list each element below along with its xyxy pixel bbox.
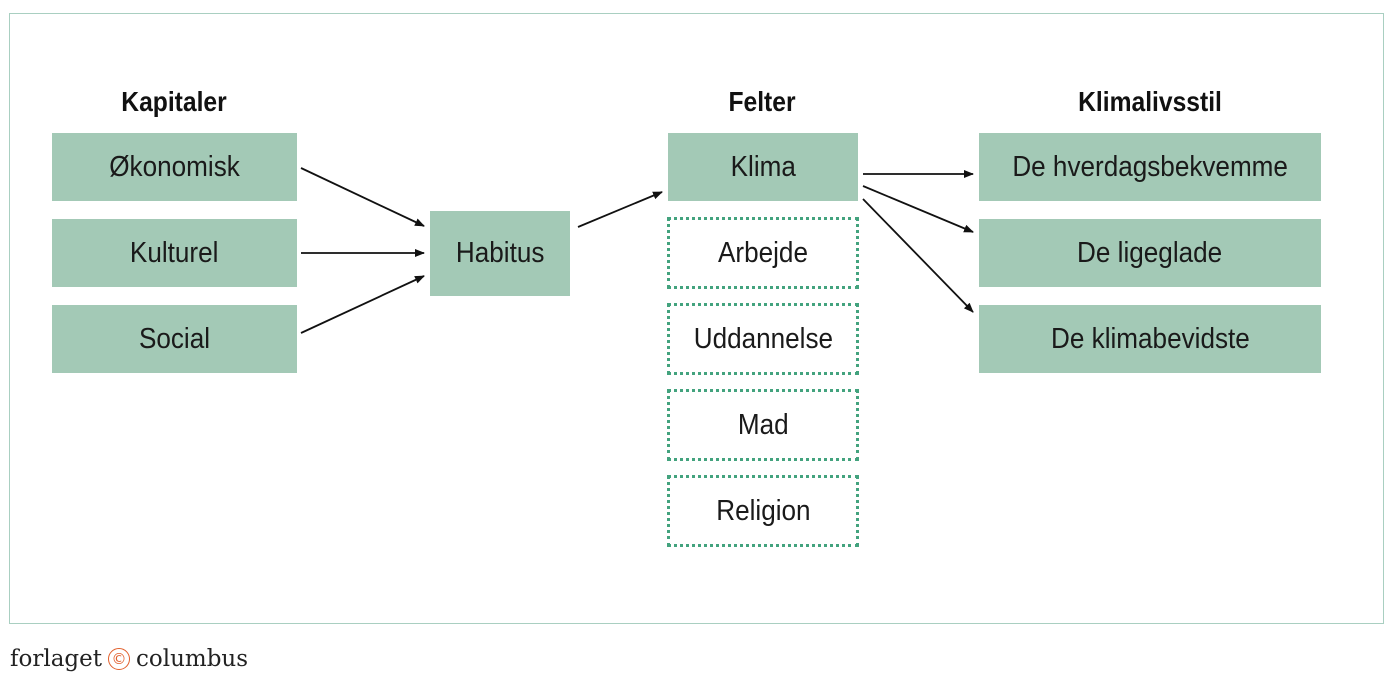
heading-kapitaler: Kapitaler — [121, 86, 227, 117]
kapital-label: Økonomisk — [109, 150, 240, 183]
diagram-frame — [9, 13, 1384, 624]
heading-klimalivsstil: Klimalivsstil — [1078, 86, 1222, 117]
felt-box-klima: Klima — [668, 133, 858, 201]
felt-label: Arbejde — [718, 236, 808, 269]
livsstil-label: De klimabevidste — [1050, 322, 1250, 355]
habitus-label: Habitus — [455, 237, 545, 269]
kapital-box-okonomisk: Økonomisk — [52, 133, 297, 201]
felt-box-uddannelse: Uddannelse — [667, 303, 859, 375]
copyright-icon: © — [108, 648, 130, 670]
felt-label: Klima — [730, 150, 796, 183]
logo-text-forlaget: forlaget — [10, 646, 102, 672]
livsstil-box-ligeglade: De ligeglade — [979, 219, 1321, 287]
livsstil-label: De ligeglade — [1077, 236, 1223, 269]
felt-box-religion: Religion — [667, 475, 859, 547]
livsstil-box-klimabevidste: De klimabevidste — [979, 305, 1321, 373]
logo-text-columbus: columbus — [136, 646, 249, 672]
kapital-box-social: Social — [52, 305, 297, 373]
kapital-label: Social — [138, 322, 211, 355]
habitus-box: Habitus — [430, 211, 570, 296]
livsstil-label: De hverdagsbekvemme — [1012, 150, 1288, 183]
felt-label: Religion — [715, 494, 811, 527]
publisher-logo: forlaget © columbus — [10, 642, 248, 676]
felt-label: Uddannelse — [693, 322, 833, 355]
felt-label: Mad — [737, 408, 789, 441]
felt-box-mad: Mad — [667, 389, 859, 461]
livsstil-box-hverdagsbekvemme: De hverdagsbekvemme — [979, 133, 1321, 201]
heading-felter: Felter — [728, 86, 796, 117]
kapital-box-kulturel: Kulturel — [52, 219, 297, 287]
kapital-label: Kulturel — [130, 236, 219, 269]
felt-box-arbejde: Arbejde — [667, 217, 859, 289]
